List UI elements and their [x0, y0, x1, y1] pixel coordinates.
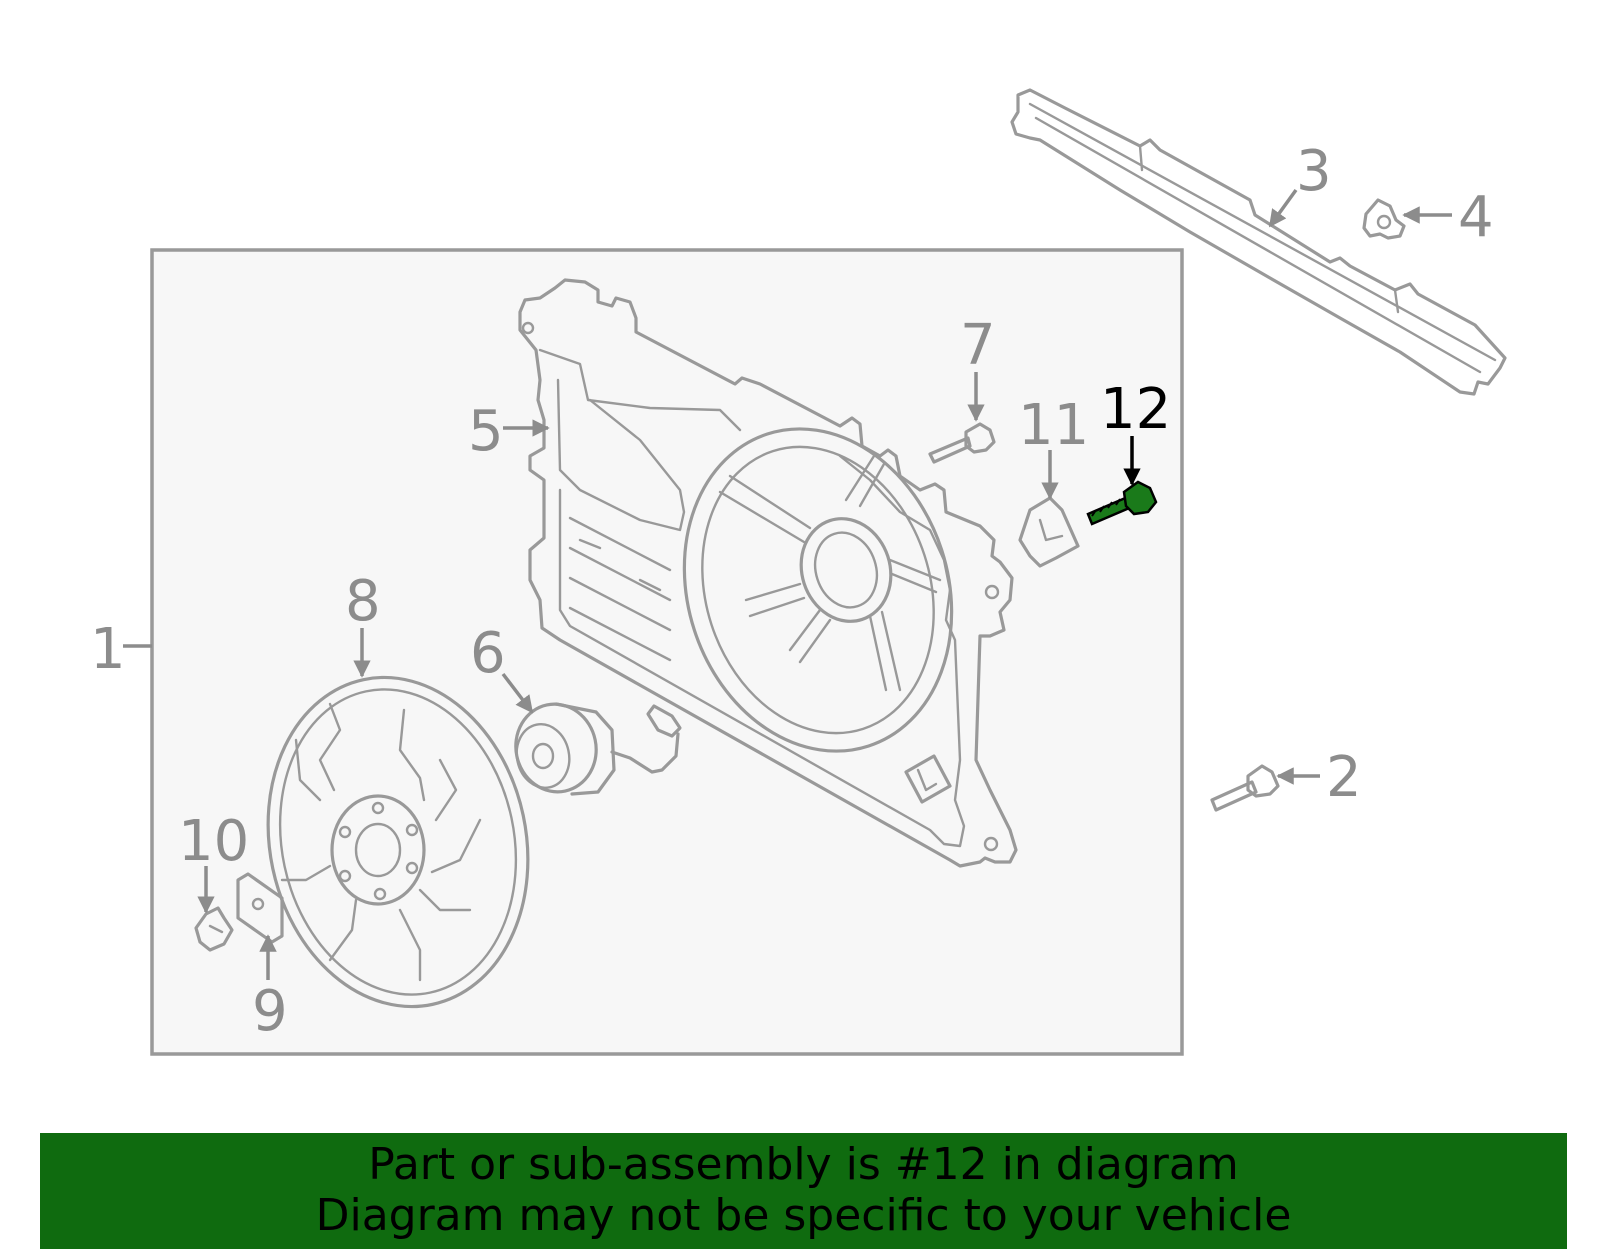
callout-6-leader [501, 672, 534, 714]
part-7-bolt [928, 422, 996, 464]
callout-3: 3 [1296, 139, 1332, 204]
assembly-box [150, 248, 1184, 1056]
callout-11: 11 [1018, 393, 1089, 458]
part-8-fan-blade [266, 675, 530, 1009]
callout-9: 9 [252, 979, 288, 1044]
callout-4: 4 [1458, 185, 1494, 250]
callout-6: 6 [470, 621, 506, 686]
part-4-clip [1362, 198, 1406, 240]
callout-5: 5 [468, 399, 504, 464]
part-12-bolt-highlighted [1086, 480, 1158, 526]
callout-2: 2 [1326, 745, 1362, 810]
callout-7: 7 [960, 313, 996, 378]
part-10-clip [194, 906, 234, 952]
callout-8: 8 [345, 569, 381, 634]
part-9-plate [236, 872, 284, 944]
banner-line-1: Part or sub-assembly is #12 in diagram [368, 1139, 1239, 1190]
banner-line-2: Diagram may not be specific to your vehi… [315, 1190, 1292, 1241]
callout-10: 10 [178, 809, 249, 874]
callout-1: 1 [90, 617, 126, 682]
callout-3-leader [1268, 188, 1298, 228]
part-11-bracket [1018, 496, 1080, 568]
part-6-fan-motor [514, 702, 682, 796]
callout-12: 12 [1100, 377, 1171, 442]
part-2-bolt [1210, 764, 1280, 812]
info-banner: Part or sub-assembly is #12 in diagram D… [40, 1133, 1567, 1249]
part-3-upper-rail [1010, 88, 1507, 396]
part-5-fan-shroud [518, 278, 1018, 868]
